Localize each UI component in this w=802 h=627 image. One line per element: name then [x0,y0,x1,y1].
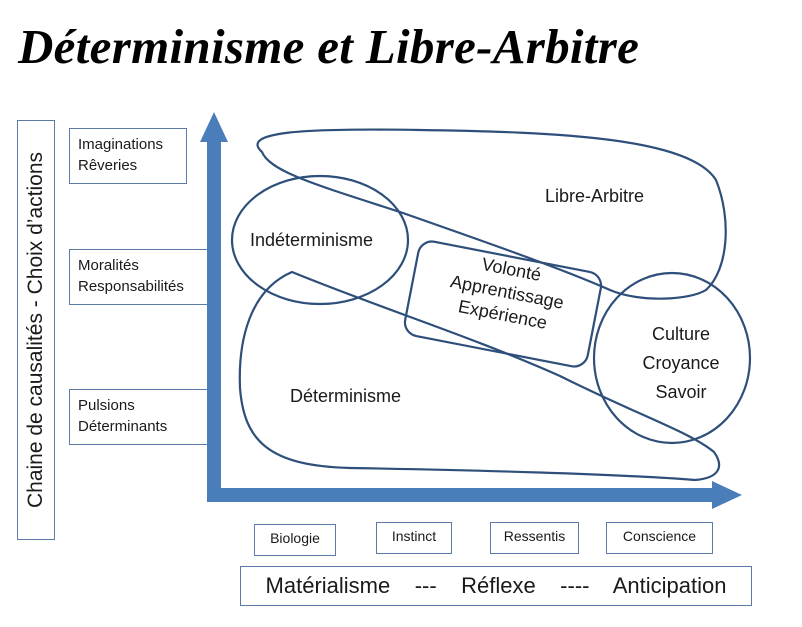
y-level-line1: Pulsions [78,397,135,414]
x-level-ressentis: Ressentis [490,522,579,554]
center-rounded-box [403,240,603,368]
x-level-conscience: Conscience [606,522,713,554]
right-label-stack: Culture Croyance Savoir [636,320,726,407]
right-label-culture: Culture [651,324,711,344]
indeterminisme-label: Indéterminisme [250,230,374,250]
y-level-line2: Rêveries [78,157,138,174]
y-axis-label-box: Chaine de causalités - Choix d’actions [17,120,55,540]
determinisme-region [238,270,721,482]
indeterminisme-circle [230,174,410,306]
y-level-line2: Responsabilités [78,278,184,295]
axes [200,112,742,509]
right-label-croyance: Croyance [642,353,720,373]
x-level-biologie: Biologie [254,524,336,556]
y-level-moralites: Moralités Responsabilités [69,249,210,305]
y-level-line1: Moralités [78,257,139,274]
y-axis-arrow-shaft [207,140,221,502]
page-title: Déterminisme et Libre-Arbitre [18,19,640,74]
culture-circle [592,271,752,445]
y-level-line1: Imaginations [78,136,164,153]
x-axis-arrow-shaft [207,488,717,502]
right-label-savoir: Savoir [655,382,707,402]
bottom-bar: Matérialisme --- Réflexe ---- Anticipati… [240,566,752,606]
y-level-line2: Déterminants [78,418,168,435]
y-level-imaginations: Imaginations Rêveries [69,128,187,184]
determinisme-label: Déterminisme [290,386,402,406]
x-axis-arrow-head [712,481,742,509]
x-level-instinct: Instinct [376,522,452,554]
y-level-pulsions: Pulsions Déterminants [69,389,210,445]
libre-arbitre-label: Libre-Arbitre [545,186,645,206]
y-axis-arrow-head [200,112,228,142]
